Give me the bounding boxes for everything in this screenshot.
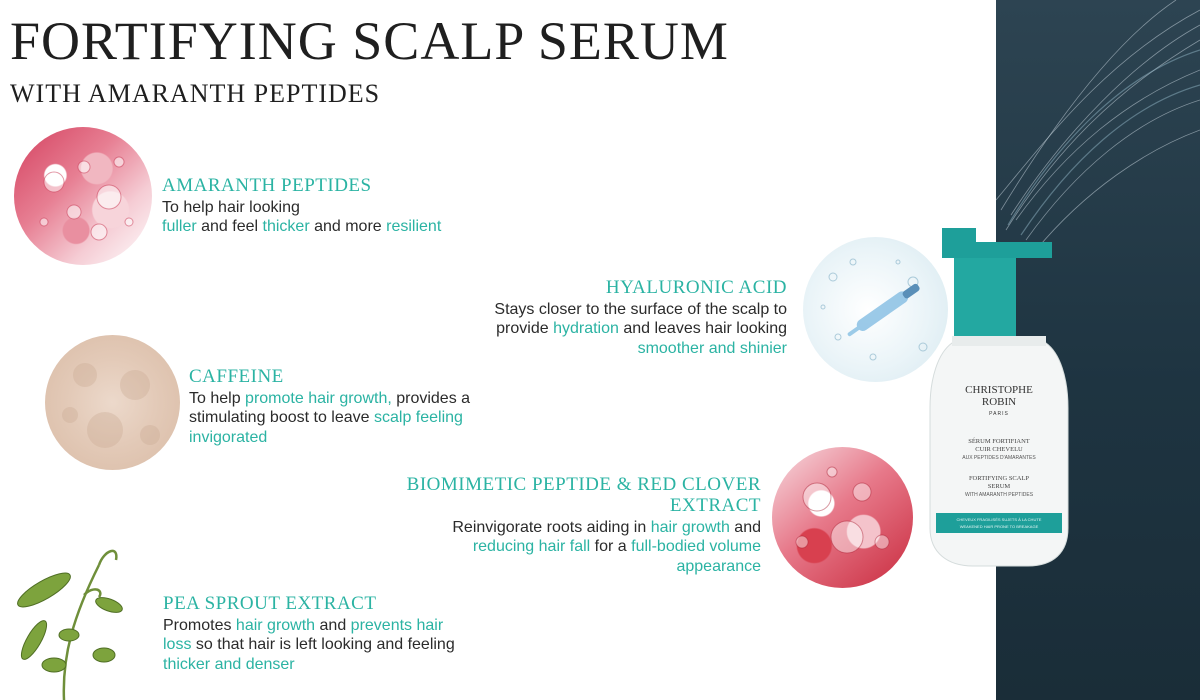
ingredient-description: Promotes hair growth and prevents hair l… [163, 616, 503, 675]
ingredient-heading: PEA SPROUT EXTRACT [163, 593, 377, 614]
highlight-text: scalp feeling [374, 409, 463, 427]
ingredient-description: Stays closer to the surface of the scalp… [430, 300, 787, 359]
product-bottle: CHRISTOPHE ROBIN PARIS SÉRUM FORTIFIANT … [929, 228, 1069, 567]
desc-line: appearance [676, 557, 761, 575]
plain-text: and more [309, 218, 387, 236]
page-subtitle: WITH AMARANTH PEPTIDES [10, 79, 381, 108]
bottle-band-line2: WEAKENED HAIR PRONE TO BREAKAGE [960, 524, 1039, 529]
bottle-fr-line2: CUIR CHEVELU [975, 446, 1023, 453]
bottle-en-line3: WITH AMARANTH PEPTIDES [965, 492, 1034, 498]
ingredient-heading: BIOMIMETIC PEPTIDE & RED CLOVER [406, 474, 761, 495]
highlight-text: hair growth [235, 616, 316, 634]
desc-line: fuller and feel thicker and more resilie… [162, 217, 492, 237]
bottle-en-line2: SERUM [988, 483, 1011, 490]
bottle-fr-line3: AUX PEPTIDES D'AMARANTES [962, 455, 1036, 461]
desc-line: reducing hair fall for a full-bodied vol… [395, 537, 761, 557]
page-title: FORTIFYING SCALP SERUM [10, 11, 729, 71]
red-clover-bubbles-image [772, 447, 913, 588]
ingredient-heading: EXTRACT [669, 494, 761, 516]
bottle-en-line1: FORTIFYING SCALP [969, 475, 1029, 482]
ingredient-biomimetic: BIOMIMETIC PEPTIDE & RED CLOVER EXTRACT … [395, 475, 761, 576]
ingredient-hyaluronic: HYALURONIC ACID Stays closer to the surf… [430, 278, 787, 358]
bottle-band-line1: CHEVEUX FRAGILISÉS SUJETS À LA CHUTE [957, 517, 1042, 522]
highlight-text: thicker [262, 218, 310, 236]
plain-text: Promotes [163, 616, 236, 634]
bottle-brand-line1: CHRISTOPHE [965, 384, 1033, 396]
highlight-text: prevents hair [350, 616, 444, 634]
desc-line: thicker and denser [163, 655, 295, 673]
desc-line: provide hydration and leaves hair lookin… [430, 319, 787, 339]
ingredient-heading: CAFFEINE [189, 366, 284, 387]
highlight-text: loss [163, 636, 192, 654]
desc-line: loss so that hair is left looking and fe… [163, 635, 503, 655]
highlight-text: hair growth [650, 518, 730, 536]
plain-text: for a [590, 538, 632, 556]
bottle-fr-line1: SÉRUM FORTIFIANT [968, 437, 1030, 445]
ingredient-caffeine: CAFFEINE To help promote hair growth, pr… [189, 367, 529, 447]
desc-line: smoother and shinier [637, 339, 787, 357]
plain-text: and [729, 518, 761, 536]
desc-line: Stays closer to the surface of the scalp… [494, 300, 787, 318]
plain-text: and leaves hair looking [618, 320, 787, 338]
amaranth-oil-bubbles-image [14, 127, 152, 265]
desc-line: Reinvigorate roots aiding in hair growth… [395, 518, 761, 538]
plain-text: Reinvigorate roots aiding in [452, 518, 651, 536]
plain-text: provide [496, 320, 554, 338]
ingredient-amaranth: AMARANTH PEPTIDES To help hair looking f… [162, 176, 492, 237]
highlight-text: resilient [386, 218, 442, 236]
hyaluronic-gel-pipette-image [803, 237, 948, 382]
pea-sprout-image [17, 549, 123, 700]
ingredient-heading: AMARANTH PEPTIDES [162, 175, 372, 196]
plain-text: and feel [196, 218, 263, 236]
plain-text: so that hair is left looking and feeling [191, 636, 455, 654]
highlight-text: hydration [553, 320, 619, 338]
highlight-text: full-bodied volume [631, 538, 761, 556]
ingredient-heading: HYALURONIC ACID [605, 277, 787, 298]
ingredient-description: To help hair looking fuller and feel thi… [162, 198, 492, 237]
desc-line: invigorated [189, 428, 268, 446]
plain-text: To help [189, 389, 246, 407]
highlight-text: fuller [162, 218, 197, 236]
highlight-text: promote hair growth, [245, 389, 392, 407]
plain-text: provides a [391, 389, 471, 407]
plain-text: and [315, 616, 351, 634]
caffeine-powder-image [45, 335, 180, 470]
desc-line: Promotes hair growth and prevents hair [163, 616, 503, 636]
highlight-text: reducing hair fall [472, 538, 591, 556]
desc-line: To help hair looking [162, 198, 300, 216]
desc-line: To help promote hair growth, provides a [189, 389, 529, 409]
hair-strands-illustration [995, 0, 1200, 251]
ingredient-description: Reinvigorate roots aiding in hair growth… [395, 518, 761, 577]
bottle-brand-line2: ROBIN [982, 396, 1016, 408]
ingredient-description: To help promote hair growth, provides a … [189, 389, 529, 448]
ingredient-pea-sprout: PEA SPROUT EXTRACT Promotes hair growth … [163, 594, 503, 674]
bottle-city: PARIS [989, 411, 1009, 417]
desc-line: stimulating boost to leave scalp feeling [189, 408, 529, 428]
plain-text: stimulating boost to leave [189, 409, 374, 427]
